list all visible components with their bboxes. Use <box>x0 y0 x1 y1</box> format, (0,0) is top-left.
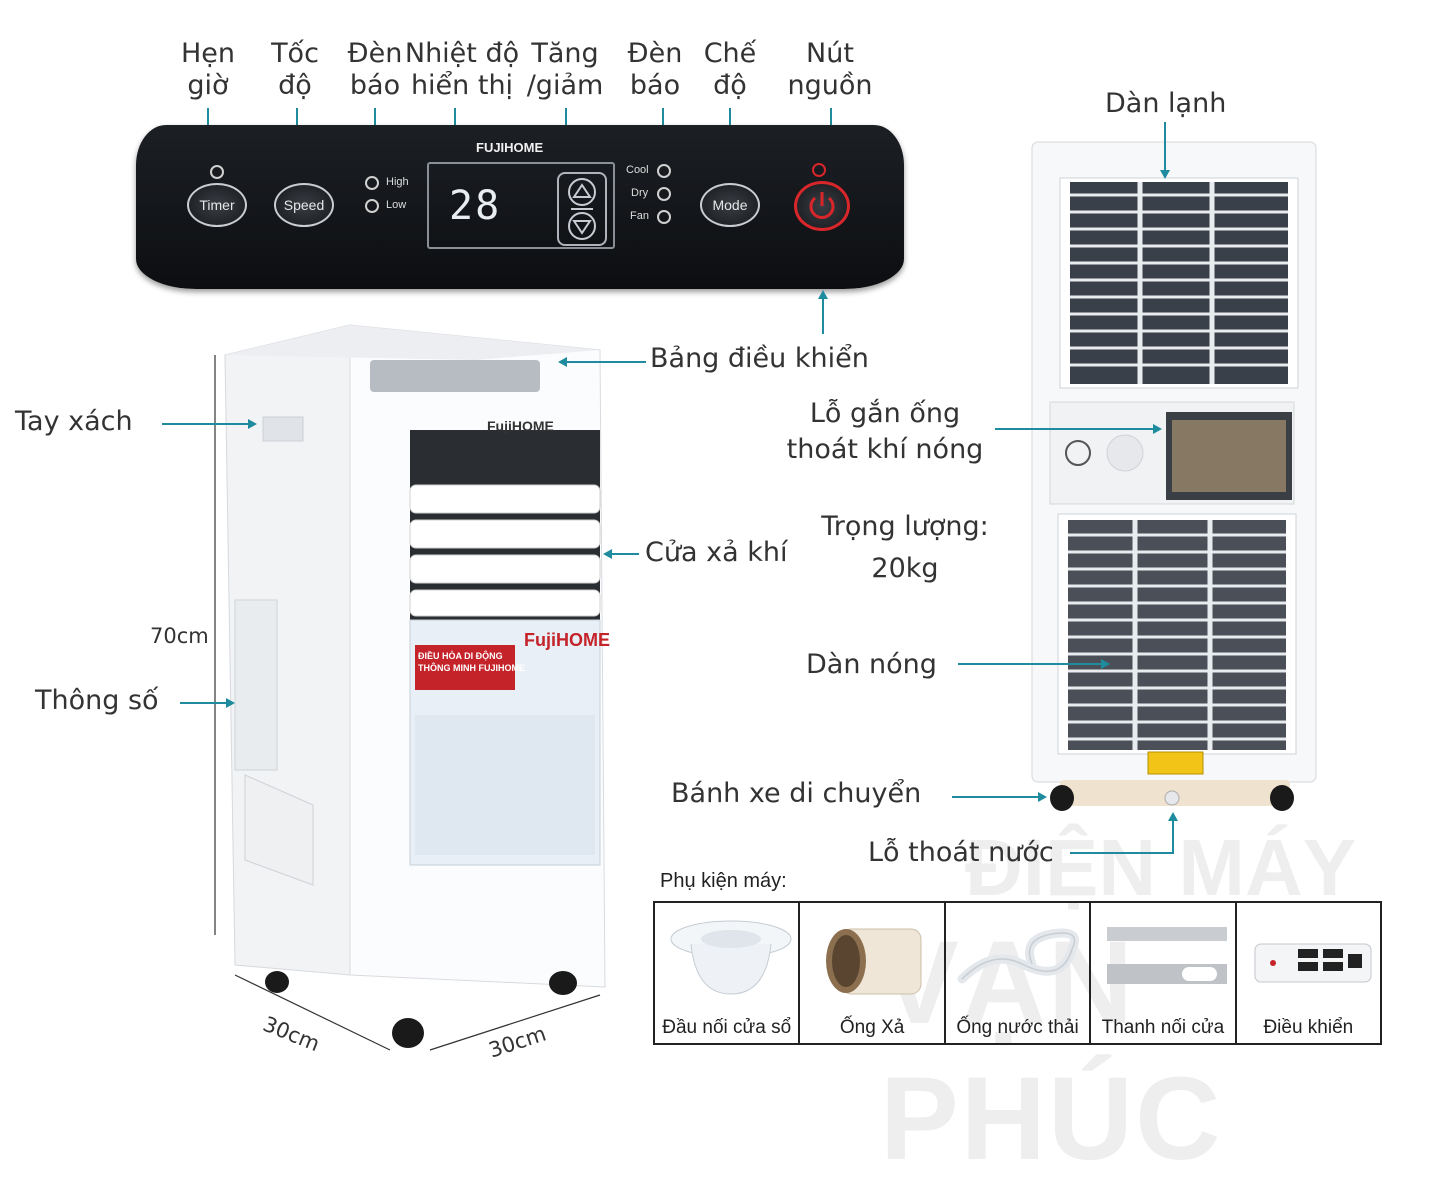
front-unit-illustration <box>214 324 606 1051</box>
temperature-display: 28 <box>427 162 615 249</box>
timer-led <box>210 165 224 179</box>
label-drain: Lỗ thoát nước <box>868 837 1054 868</box>
accessory-remote: Điều khiển <box>1237 903 1380 1043</box>
window-bar-icon <box>1107 927 1228 984</box>
accessories-title: Phụ kiện máy: <box>660 870 787 892</box>
label-control-panel: Bảng điều khiển <box>650 343 869 374</box>
label-height: 70cm <box>150 624 209 648</box>
back-unit-illustration <box>1031 141 1317 811</box>
cool-label: Cool <box>626 164 649 176</box>
control-panel: FUJIHOME Timer Speed High Low 28 Cool Dr… <box>136 125 904 289</box>
low-led <box>365 199 379 213</box>
panel-brand: FUJIHOME <box>476 140 544 155</box>
label-air-outlet: Cửa xả khí <box>645 537 788 568</box>
remote-icon <box>1254 943 1372 983</box>
label-condenser: Dàn nóng <box>806 649 937 680</box>
high-label: High <box>386 176 409 188</box>
unit-brand: FujiHOME <box>487 418 554 434</box>
label-weight: Trọng lượng: 20kg <box>821 511 989 584</box>
label-power: Nút nguồn <box>787 38 873 101</box>
dry-led <box>657 187 671 201</box>
poster-title: ĐIỀU HÒA DI ĐỘNG THÔNG MINH FUJIHOME <box>418 651 525 673</box>
accessory-exhaust-hose: Ống Xả <box>800 903 946 1043</box>
label-specs: Thông số <box>35 685 159 716</box>
poster-brand: FujiHOME <box>524 630 610 650</box>
accessory-window-connector: Đầu nối cửa sổ <box>655 903 801 1043</box>
low-label: Low <box>386 199 407 211</box>
label-timer: Hẹn giờ <box>180 38 236 101</box>
exhaust-hose-icon <box>826 928 922 995</box>
label-handle: Tay xách <box>15 406 133 437</box>
power-led <box>812 163 826 177</box>
accessory-drain-hose: Ống nước thải <box>946 903 1092 1043</box>
accessory-name: Ống nước thải <box>956 1017 1079 1038</box>
label-evaporator: Dàn lạnh <box>1105 88 1227 119</box>
dry-label: Dry <box>631 187 649 199</box>
accessory-name: Ống Xả <box>839 1017 905 1038</box>
accessories-table: Đầu nối cửa sổ Ống Xả Ống nước thải Than… <box>653 901 1382 1045</box>
label-speed: Tốc độ <box>271 38 319 101</box>
drain-hose-icon <box>957 928 1079 984</box>
power-button[interactable] <box>794 181 850 231</box>
up-down-arrows-icon <box>568 178 596 240</box>
accessory-name: Điều khiển <box>1263 1017 1354 1038</box>
watermark-line1: ĐIỆN MÁY <box>965 823 1357 912</box>
high-led <box>365 176 379 190</box>
fan-label: Fan <box>630 210 649 222</box>
label-indicator-speed: Đèn báo <box>347 38 403 101</box>
power-icon <box>809 192 835 219</box>
label-wheels: Bánh xe di chuyển <box>671 778 922 809</box>
speed-button[interactable]: Speed <box>274 183 334 227</box>
temperature-value: 28 <box>449 183 502 229</box>
label-temp-display: Nhiệt độ hiển thị <box>404 38 520 101</box>
up-down-buttons[interactable] <box>557 172 607 246</box>
accessory-window-bar: Thanh nối cửa <box>1091 903 1237 1043</box>
fan-led <box>657 210 671 224</box>
accessory-name: Thanh nối cửa <box>1101 1017 1225 1038</box>
label-indicator-mode: Đèn báo <box>627 38 683 101</box>
window-connector-icon <box>670 920 792 995</box>
timer-button[interactable]: Timer <box>187 183 247 227</box>
label-mode: Chế độ <box>703 38 757 101</box>
mode-button[interactable]: Mode <box>700 183 760 227</box>
label-exhaust-port: Lỗ gắn ống thoát khí nóng <box>786 398 984 465</box>
label-up-down: Tăng /giảm <box>526 38 604 101</box>
accessory-name: Đầu nối cửa sổ <box>662 1017 792 1038</box>
cool-led <box>657 164 671 178</box>
